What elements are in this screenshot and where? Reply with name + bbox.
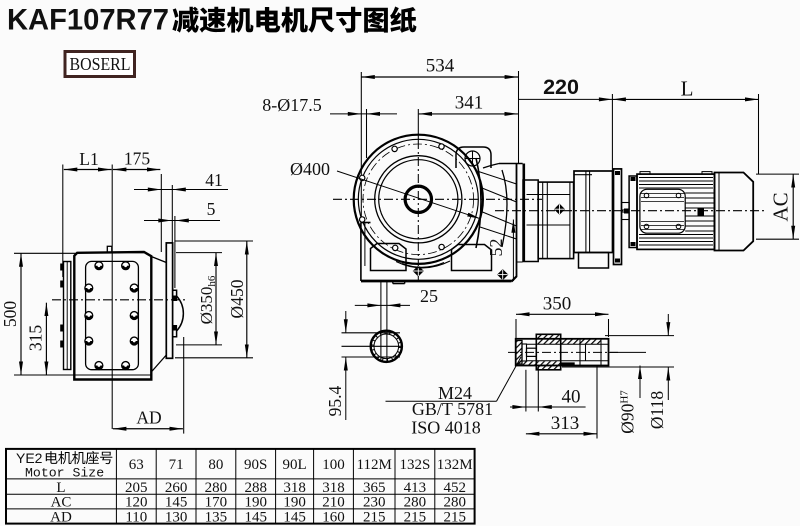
svg-text:5: 5 bbox=[207, 199, 216, 219]
svg-text:YE2: YE2 bbox=[16, 450, 43, 466]
svg-text:40: 40 bbox=[562, 387, 581, 408]
svg-text:413: 413 bbox=[404, 480, 427, 496]
svg-text:341: 341 bbox=[455, 93, 484, 114]
svg-text:145: 145 bbox=[165, 495, 188, 511]
svg-text:130: 130 bbox=[165, 509, 188, 525]
svg-text:280: 280 bbox=[205, 480, 228, 496]
svg-text:280: 280 bbox=[404, 495, 427, 511]
svg-text:220: 220 bbox=[543, 75, 579, 99]
svg-text:KAF107R77: KAF107R77 bbox=[7, 4, 169, 37]
svg-text:Ø118: Ø118 bbox=[647, 391, 667, 429]
svg-text:63: 63 bbox=[129, 457, 144, 473]
svg-text:95.4: 95.4 bbox=[325, 385, 345, 416]
svg-text:120: 120 bbox=[125, 495, 148, 511]
svg-text:452: 452 bbox=[443, 480, 466, 496]
svg-text:190: 190 bbox=[244, 495, 267, 511]
svg-text:Ø350h6: Ø350h6 bbox=[197, 275, 218, 324]
svg-text:25: 25 bbox=[420, 286, 438, 306]
svg-text:90S: 90S bbox=[244, 457, 267, 473]
svg-text:318: 318 bbox=[322, 480, 345, 496]
svg-text:41: 41 bbox=[205, 170, 223, 190]
svg-text:100: 100 bbox=[322, 457, 345, 473]
svg-text:210: 210 bbox=[322, 495, 345, 511]
svg-text:315: 315 bbox=[26, 325, 46, 352]
svg-text:175: 175 bbox=[124, 149, 151, 169]
svg-text:AC: AC bbox=[769, 192, 793, 221]
svg-text:160: 160 bbox=[322, 509, 345, 525]
svg-text:BOSERL: BOSERL bbox=[70, 54, 131, 74]
svg-text:288: 288 bbox=[244, 480, 267, 496]
svg-text:112M: 112M bbox=[357, 457, 392, 473]
svg-text:AD: AD bbox=[50, 509, 72, 525]
svg-text:AC: AC bbox=[51, 495, 72, 511]
svg-text:110: 110 bbox=[125, 509, 147, 525]
svg-text:313: 313 bbox=[551, 413, 580, 434]
svg-text:ISO 4018: ISO 4018 bbox=[411, 418, 481, 438]
svg-text:L1: L1 bbox=[79, 149, 98, 169]
svg-text:132M: 132M bbox=[437, 457, 473, 473]
svg-text:132S: 132S bbox=[399, 457, 430, 473]
svg-text:GB/T 5781: GB/T 5781 bbox=[412, 399, 493, 419]
svg-text:145: 145 bbox=[283, 509, 306, 525]
svg-text:145: 145 bbox=[244, 509, 267, 525]
svg-text:Ø450: Ø450 bbox=[227, 279, 247, 318]
svg-text:205: 205 bbox=[125, 480, 148, 496]
svg-text:280: 280 bbox=[443, 495, 466, 511]
svg-text:80: 80 bbox=[208, 457, 223, 473]
svg-text:71: 71 bbox=[169, 457, 184, 473]
svg-text:8-Ø17.5: 8-Ø17.5 bbox=[262, 95, 322, 115]
svg-text:170: 170 bbox=[205, 495, 228, 511]
svg-text:M24: M24 bbox=[438, 383, 472, 403]
svg-text:52: 52 bbox=[486, 239, 506, 257]
svg-text:215: 215 bbox=[443, 509, 466, 525]
svg-text:L: L bbox=[56, 480, 65, 496]
svg-text:L: L bbox=[681, 77, 694, 101]
svg-text:Motor Size: Motor Size bbox=[25, 466, 104, 481]
svg-text:215: 215 bbox=[404, 509, 427, 525]
svg-text:534: 534 bbox=[426, 56, 455, 77]
svg-text:260: 260 bbox=[165, 480, 188, 496]
svg-text:350: 350 bbox=[543, 294, 572, 315]
svg-text:135: 135 bbox=[205, 509, 228, 525]
svg-text:215: 215 bbox=[363, 509, 386, 525]
svg-text:230: 230 bbox=[363, 495, 386, 511]
svg-text:90L: 90L bbox=[283, 457, 307, 473]
svg-text:365: 365 bbox=[363, 480, 386, 496]
svg-text:190: 190 bbox=[283, 495, 306, 511]
svg-text:500: 500 bbox=[0, 301, 20, 328]
svg-text:AD: AD bbox=[136, 408, 161, 428]
svg-text:318: 318 bbox=[283, 480, 306, 496]
svg-text:Ø400: Ø400 bbox=[290, 159, 330, 179]
